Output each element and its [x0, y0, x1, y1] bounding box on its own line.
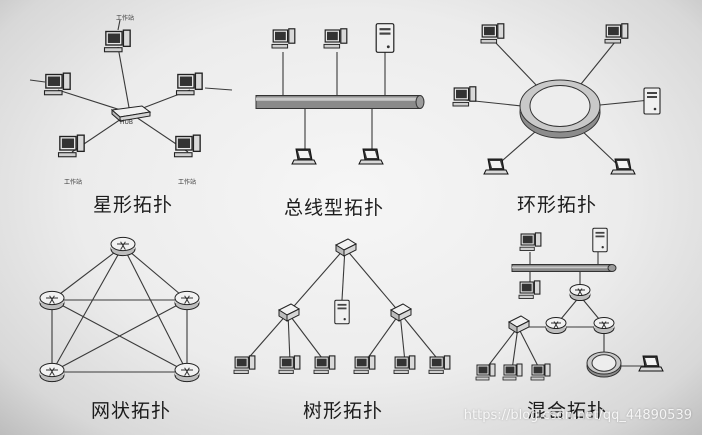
- bus-workstation-icon: [324, 29, 347, 48]
- tree-link: [345, 248, 400, 313]
- hybrid-ring-backbone: [587, 352, 621, 377]
- tree-workstation-icon: [394, 356, 415, 374]
- ring-topology-title: 环形拓扑: [517, 190, 597, 217]
- tree-server-icon: [335, 300, 349, 323]
- tree-link: [245, 313, 288, 362]
- hybrid-bus-backbone: [512, 265, 616, 272]
- mesh-link: [52, 246, 123, 300]
- hybrid-router-icon: [546, 318, 566, 334]
- star-topology-title: 星形拓扑: [93, 190, 173, 217]
- mesh-router-icon: [175, 291, 199, 309]
- bus-workstation-icon: [272, 29, 295, 48]
- workstation-icon: [45, 73, 71, 95]
- star-link: [118, 47, 130, 113]
- tree-workstation-icon: [234, 356, 255, 374]
- watermark-url: https://blog.csdn.net/qq_44890539: [464, 408, 692, 423]
- hybrid-workstation-icon: [503, 364, 522, 380]
- bus-laptop-icon: [359, 149, 383, 164]
- mesh-router-icon: [40, 291, 64, 309]
- hybrid-server-icon: [593, 228, 607, 251]
- mesh-topology-title: 网状拓扑: [91, 396, 171, 423]
- bus-laptop-icon: [292, 149, 316, 164]
- tree-link: [400, 313, 440, 362]
- hub-label: HUB: [120, 119, 133, 126]
- ring-backbone: [520, 80, 600, 138]
- mesh-router-icon: [111, 237, 135, 255]
- ring-workstation-icon: [605, 24, 628, 43]
- mesh-link: [123, 246, 187, 372]
- mesh-router-icon: [175, 363, 199, 381]
- workstation-icon: [105, 30, 131, 52]
- star-link-stub: [30, 80, 45, 82]
- tree-workstation-icon: [354, 356, 375, 374]
- workstation-label-bottom-right: 工作站: [178, 177, 196, 186]
- star-link-stub: [205, 88, 232, 90]
- workstation-label-bottom-left: 工作站: [64, 177, 82, 186]
- bus-backbone: [256, 96, 424, 109]
- tree-root-switch-icon: [336, 239, 356, 256]
- mesh-link: [123, 246, 187, 300]
- hybrid-workstation-icon: [476, 364, 495, 380]
- mesh-router-icon: [40, 363, 64, 381]
- workstation-icon: [177, 73, 203, 95]
- tree-link: [288, 313, 325, 362]
- bus-topology-title: 总线型拓扑: [284, 193, 384, 220]
- bus-server-icon: [376, 24, 394, 53]
- hybrid-laptop-icon: [639, 356, 663, 371]
- hybrid-workstation-icon: [520, 233, 541, 251]
- ring-workstation-icon: [453, 87, 476, 106]
- ring-server-icon: [644, 88, 660, 114]
- hybrid-workstation-icon: [519, 281, 540, 299]
- ring-link: [600, 100, 650, 105]
- tree-workstation-icon: [429, 356, 450, 374]
- hybrid-switch-icon: [509, 316, 529, 333]
- hybrid-router-icon: [570, 285, 590, 301]
- tree-workstation-icon: [314, 356, 335, 374]
- hybrid-router-icon: [594, 318, 614, 334]
- tree-switch-icon: [279, 304, 299, 321]
- ring-laptop-icon: [484, 159, 508, 174]
- tree-topology-title: 树形拓扑: [303, 396, 383, 423]
- workstation-label-top: 工作站: [116, 13, 134, 22]
- workstation-icon: [59, 135, 85, 157]
- hybrid-workstation-icon: [531, 364, 550, 380]
- workstation-icon: [175, 135, 201, 157]
- ring-workstation-icon: [481, 24, 504, 43]
- tree-link: [365, 313, 400, 362]
- tree-workstation-icon: [279, 356, 300, 374]
